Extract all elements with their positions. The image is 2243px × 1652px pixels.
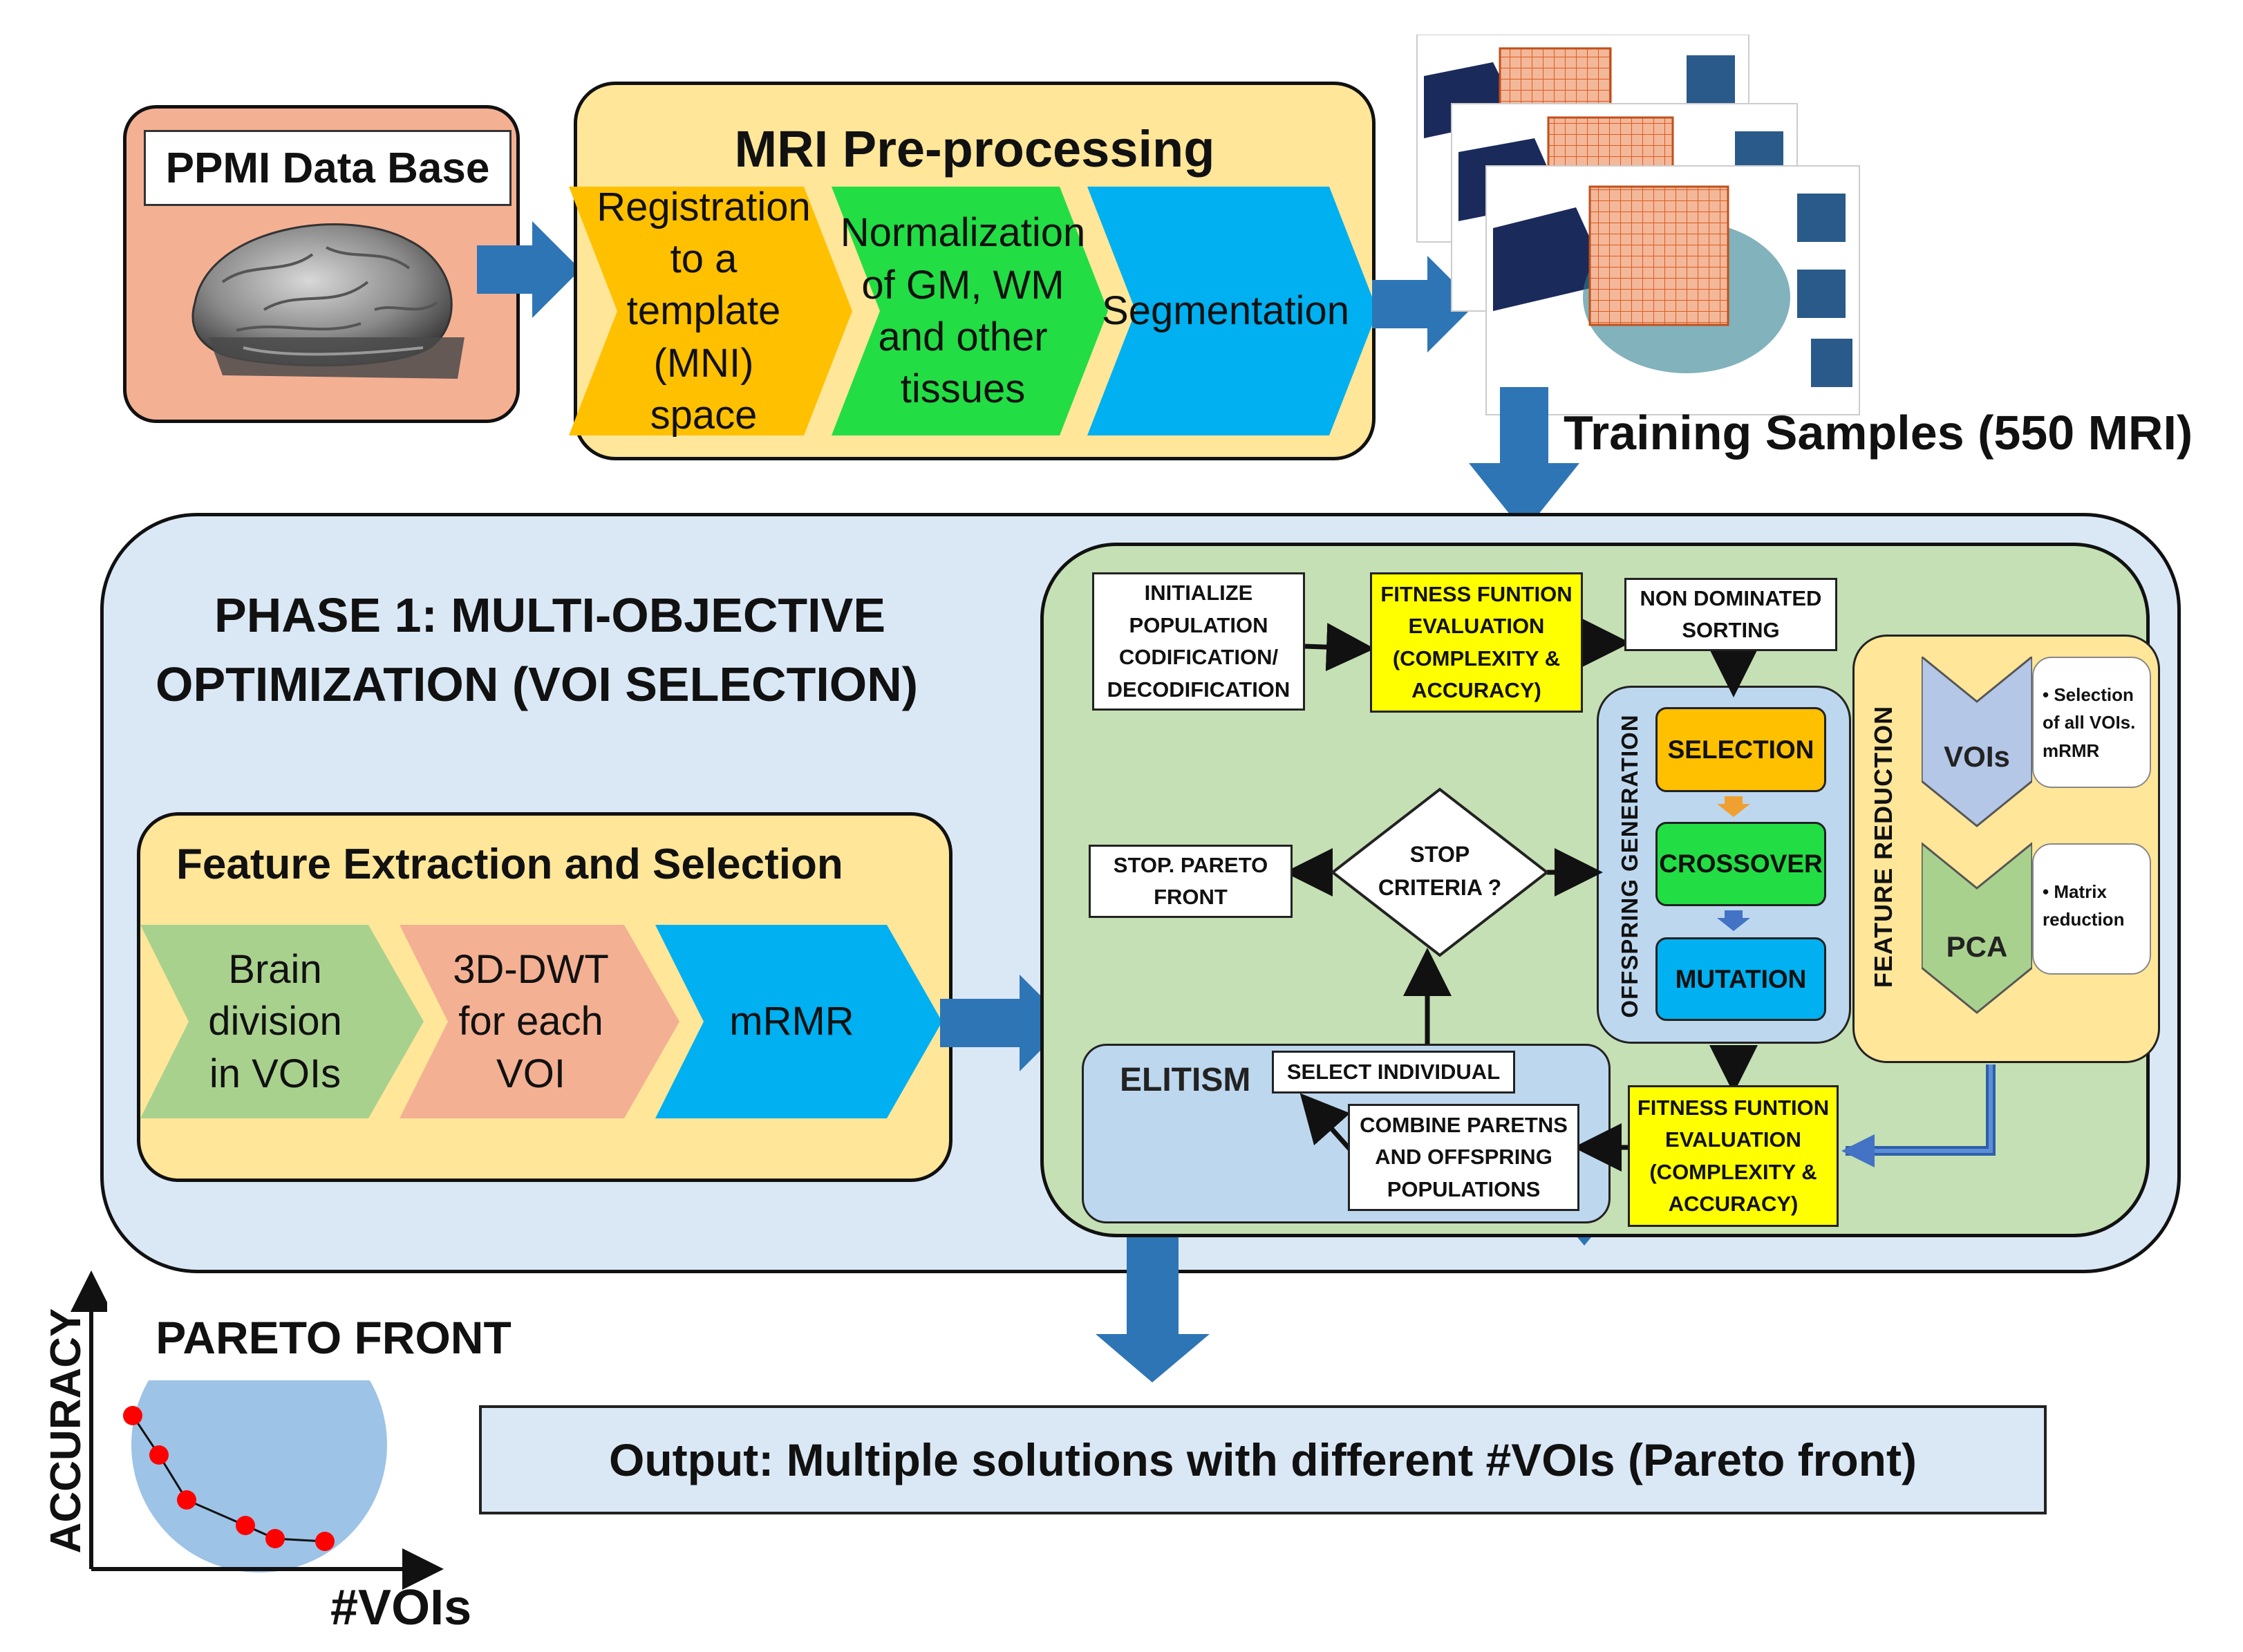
pareto-plot xyxy=(71,1270,444,1590)
feature-step-3d-dwt: 3D-DWT for each VOI xyxy=(453,946,609,1096)
elitism-title: ELITISM xyxy=(1120,1062,1251,1098)
offspring-label: OFFSPRING GENERATION xyxy=(1617,714,1642,1018)
arrow-db-to-preproc xyxy=(477,221,581,318)
feature-reduction-label: FEATURE REDUCTION xyxy=(1869,705,1897,988)
vois-note-box xyxy=(2032,657,2151,788)
preproc-step-registration: Registration to a template (MNI) space xyxy=(597,184,811,438)
vois-note: • Selection of all VOIs. mRMR xyxy=(2043,684,2136,761)
vois-label: VOIs xyxy=(1944,740,2010,773)
combine-populations-box: COMBINE PARETNS AND OFFSPRING POPULATION… xyxy=(1348,1104,1579,1211)
feature-step-brain-division: Brain division in VOIs xyxy=(208,946,342,1096)
crossover-box: CROSSOVER xyxy=(1655,822,1826,906)
select-individual-box: SELECT INDIVIDUAL xyxy=(1272,1051,1515,1093)
pareto-ylabel: ACCURACY xyxy=(41,1308,90,1554)
stop-pareto-box: STOP. PARETO FRONT xyxy=(1089,845,1293,918)
output-box: Output: Multiple solutions with differen… xyxy=(479,1405,2047,1514)
pareto-point xyxy=(315,1532,335,1551)
non-dominated-box: NON DOMINATED SORTING xyxy=(1624,578,1837,651)
feature-extraction-title: Feature Extraction and Selection xyxy=(176,841,843,888)
feature-chevron-bg xyxy=(140,925,942,1118)
arrow-samples-down xyxy=(1469,387,1579,532)
preprocessing-title: MRI Pre-processing xyxy=(734,120,1215,178)
phase1-title-line1: PHASE 1: MULTI-OBJECTIVE xyxy=(214,588,886,642)
selection-box: SELECTION xyxy=(1655,707,1826,792)
pareto-point xyxy=(177,1490,196,1510)
pca-note: • Matrix reduction xyxy=(2043,881,2125,930)
database-title: PPMI Data Base xyxy=(144,130,512,206)
arrow-preproc-to-samples xyxy=(1372,256,1476,353)
pareto-point xyxy=(149,1445,169,1465)
phase1-title-line2: OPTIMIZATION (VOI SELECTION) xyxy=(156,657,919,711)
pareto-point xyxy=(123,1406,142,1425)
fitness-top-box: FITNESS FUNTION EVALUATION (COMPLEXITY &… xyxy=(1370,572,1583,713)
init-population-box: INITIALIZE POPULATION CODIFICATION/ DECO… xyxy=(1092,572,1305,711)
arrow-phase-to-output xyxy=(1096,1237,1210,1382)
pareto-title: PARETO FRONT xyxy=(107,1294,560,1380)
fitness-bottom-box: FITNESS FUNTION EVALUATION (COMPLEXITY &… xyxy=(1628,1085,1839,1227)
pareto-xlabel: #VOIs xyxy=(330,1580,472,1635)
feature-reduction-shapes xyxy=(1922,657,2032,1014)
training-samples-label: Training Samples (550 MRI) xyxy=(1564,406,2193,460)
arrow-features-to-algorithm xyxy=(940,975,1068,1071)
pca-label: PCA xyxy=(1946,930,2008,963)
stop-criteria-text: STOP CRITERIA ? xyxy=(1378,842,1502,900)
feature-step-mrmr: mRMR xyxy=(729,999,854,1044)
pareto-point xyxy=(265,1529,285,1548)
pareto-point xyxy=(236,1516,255,1535)
training-samples-image xyxy=(1416,35,1860,415)
brain-image xyxy=(191,223,464,379)
preproc-chevron-bg xyxy=(569,187,1378,435)
preproc-step-normalization: Normalization of GM, WM and other tissue… xyxy=(840,210,1086,412)
pca-note-box xyxy=(2032,843,2151,975)
preproc-step-segmentation: Segmentation xyxy=(1102,288,1349,334)
mutation-box: MUTATION xyxy=(1655,937,1826,1021)
